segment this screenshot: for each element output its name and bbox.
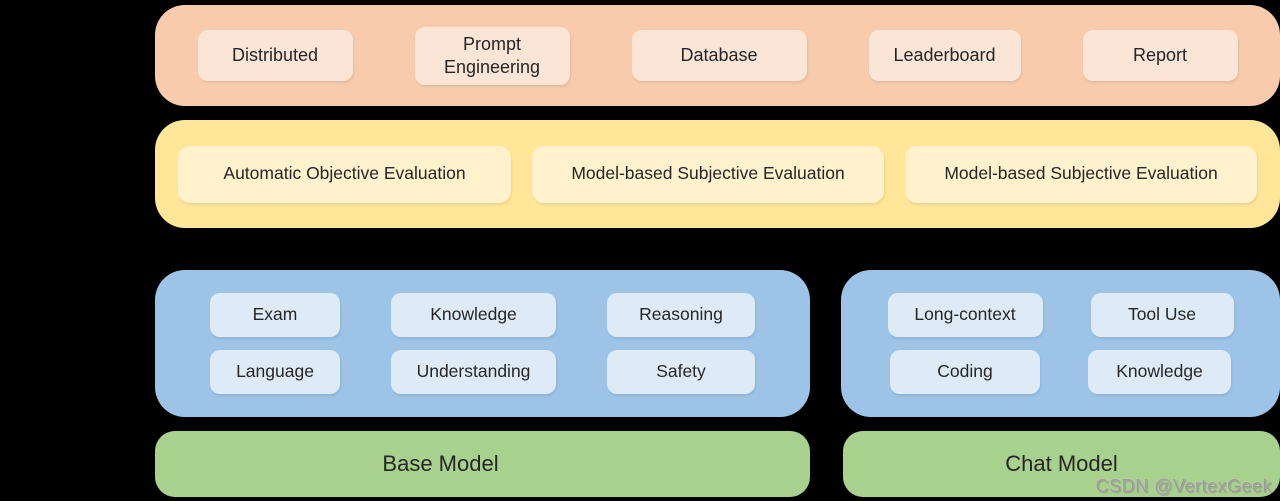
base-capabilities-row-1: Exam Knowledge Reasoning [155,293,810,337]
chip-leaderboard: Leaderboard [868,30,1021,81]
chat-model-label: Chat Model [1005,451,1118,476]
base-model-label: Base Model [382,451,499,476]
tools-layer: Distributed Prompt Engineering Database … [155,5,1280,106]
chat-capabilities-row-2: Coding Knowledge [841,350,1280,394]
chip-report: Report [1082,30,1238,81]
chip-long-context: Long-context [887,293,1043,337]
chip-language: Language [210,350,340,394]
chat-capabilities-row-1: Long-context Tool Use [841,293,1280,337]
chip-knowledge: Knowledge [391,293,556,337]
chip-reasoning: Reasoning [607,293,755,337]
chip-tool-use: Tool Use [1090,293,1234,337]
base-capabilities-row-2: Language Understanding Safety [155,350,810,394]
watermark: CSDN @VertexGeek [1095,476,1272,496]
chip-knowledge-chat: Knowledge [1088,350,1231,394]
chip-coding: Coding [890,350,1040,394]
base-capabilities-panel: Exam Knowledge Reasoning Language Unders… [155,270,810,417]
chip-model-based-subjective-evaluation-1: Model-based Subjective Evaluation [532,145,884,203]
chip-distributed: Distributed [197,30,353,81]
chip-automatic-objective-evaluation: Automatic Objective Evaluation [178,145,511,203]
evaluation-layer: Automatic Objective Evaluation Model-bas… [155,120,1280,228]
chip-safety: Safety [607,350,755,394]
chip-database: Database [631,30,807,81]
chip-exam: Exam [210,293,340,337]
chat-capabilities-panel: Long-context Tool Use Coding Knowledge [841,270,1280,417]
chip-prompt-engineering: Prompt Engineering [414,26,570,85]
base-model-box: Base Model [155,431,810,497]
chip-model-based-subjective-evaluation-2: Model-based Subjective Evaluation [905,145,1257,203]
chat-model-box: Chat Model [843,431,1280,497]
chip-understanding: Understanding [391,350,556,394]
